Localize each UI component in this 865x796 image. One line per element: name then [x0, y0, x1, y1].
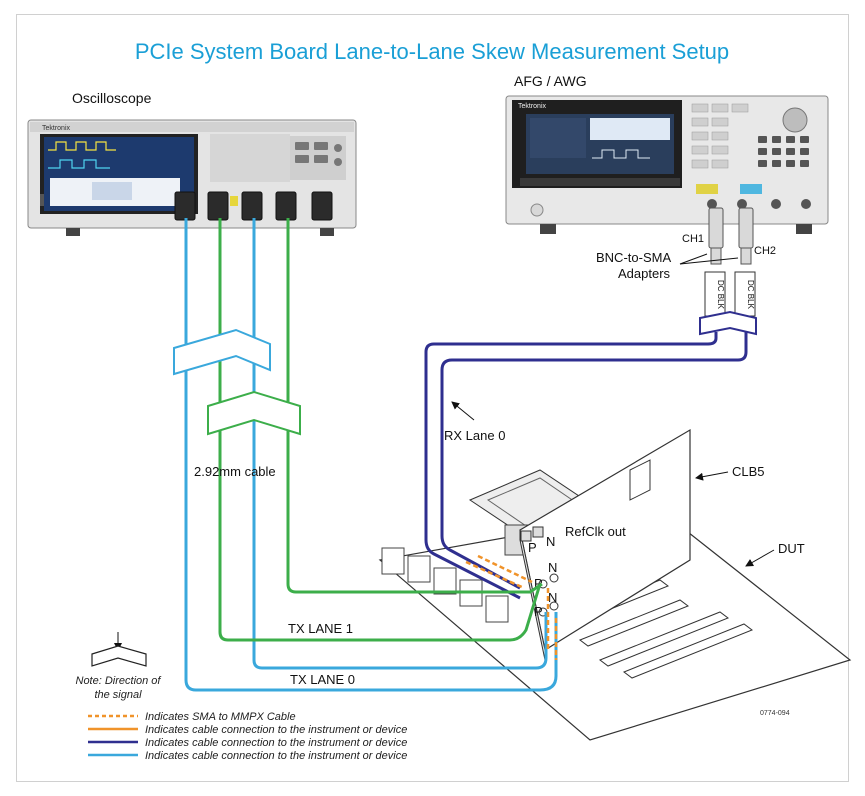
dut-label: DUT: [778, 541, 805, 556]
refclk-n-label: N: [546, 534, 555, 549]
scope-brand: Tektronix: [42, 125, 71, 132]
legend: Indicates SMA to MMPX Cable Indicates ca…: [88, 711, 407, 762]
legend-item-0: Indicates SMA to MMPX Cable: [145, 711, 296, 723]
direction-note-line1: Note: Direction of: [76, 675, 162, 687]
afg-brand: Tektronix: [518, 103, 547, 110]
refclk-out-label: RefClk out: [565, 524, 626, 539]
bundle-wrap-blue: [173, 328, 271, 376]
bundle-wrap-navy: [699, 310, 757, 336]
legend-item-3: Indicates cable connection to the instru…: [145, 750, 407, 762]
lane0-n-label: N: [548, 590, 557, 605]
part-number: 0774-094: [760, 710, 790, 717]
oscilloscope-label: Oscilloscope: [72, 90, 152, 106]
ch1-label: CH1: [682, 233, 704, 245]
svg-text:DC BLK: DC BLK: [746, 280, 755, 310]
tx-lane1-cables: [218, 218, 543, 642]
bundle-wrap-green: [207, 390, 301, 436]
ch2-label: CH2: [754, 245, 776, 257]
adapters-label-line1: BNC-to-SMA: [596, 250, 671, 265]
tx-lane0-label: TX LANE 0: [290, 672, 355, 687]
direction-indicator: [91, 632, 147, 667]
bnc-to-sma-adapters: [708, 207, 754, 265]
dc-block-ch2: DC BLK: [734, 271, 756, 317]
oscilloscope: Tektronix: [27, 119, 357, 236]
lane1-p-label: P: [534, 576, 543, 591]
adapters-label-line2: Adapters: [618, 266, 671, 281]
refclk-connectors: [520, 526, 544, 542]
legend-item-2: Indicates cable connection to the instru…: [145, 737, 407, 749]
diagram-frame: [16, 14, 849, 782]
clb5-card: [519, 428, 691, 661]
afg-instrument: Tektronix: [505, 95, 829, 234]
lane1-n-label: N: [548, 560, 557, 575]
tx-lane1-label: TX LANE 1: [288, 621, 353, 636]
clb5-label: CLB5: [732, 464, 765, 479]
direction-note-line2: the signal: [94, 689, 142, 701]
tx-lane0-cables: [184, 218, 558, 692]
dc-block-ch1: DC BLK: [704, 271, 726, 317]
page-title: PCIe System Board Lane-to-Lane Skew Meas…: [135, 39, 729, 64]
rx-lane0-label: RX Lane 0: [444, 428, 505, 443]
sma-to-mmpx-cables: [465, 554, 558, 660]
legend-item-1: Indicates cable connection to the instru…: [145, 724, 407, 736]
lane0-p-label: P: [534, 604, 543, 619]
rx-lane0-cables: [424, 332, 748, 600]
afg-label: AFG / AWG: [514, 73, 587, 89]
cable-type-label: 2.92mm cable: [194, 464, 276, 479]
svg-text:DC BLK: DC BLK: [716, 280, 725, 310]
refclk-p-label: P: [528, 540, 537, 555]
